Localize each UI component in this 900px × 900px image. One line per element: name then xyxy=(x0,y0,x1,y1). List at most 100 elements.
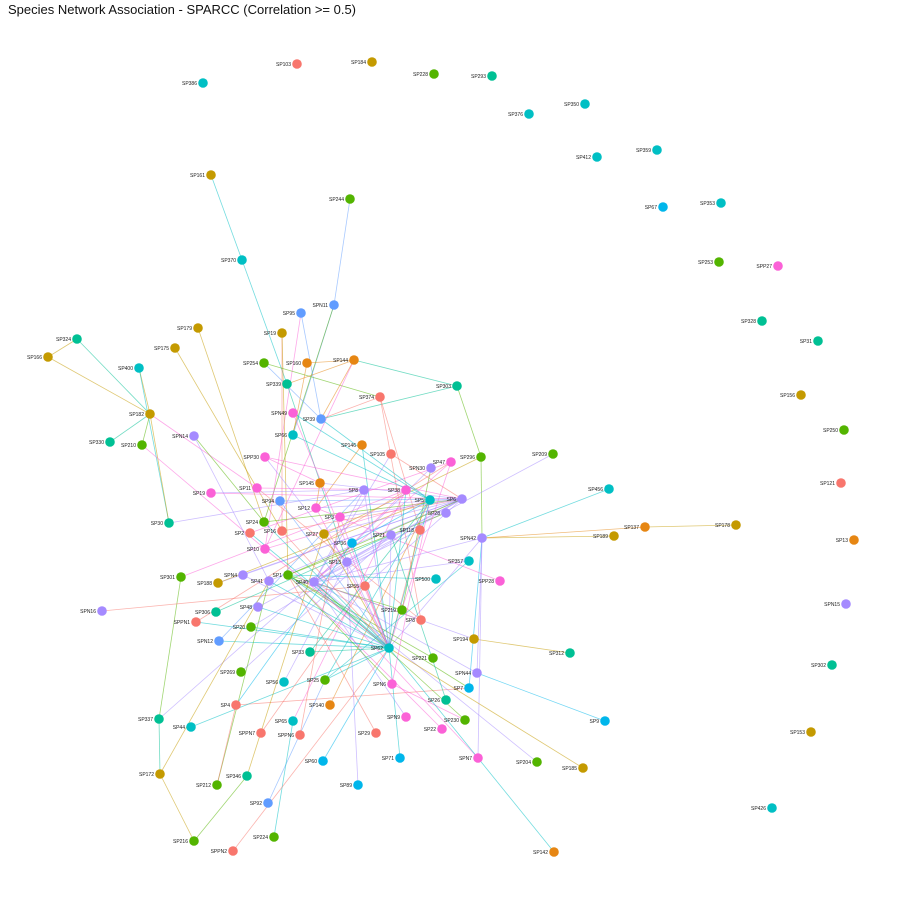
node-spn30[interactable]: SPN30 xyxy=(409,463,436,473)
node-dot[interactable] xyxy=(154,714,164,724)
node-sp350[interactable]: SP350 xyxy=(564,99,590,109)
node-sp306[interactable]: SP306 xyxy=(195,607,221,617)
node-dot[interactable] xyxy=(191,617,201,627)
node-sp328[interactable]: SP328 xyxy=(741,316,767,326)
node-sp219[interactable]: SP219 xyxy=(381,605,407,615)
node-dot[interactable] xyxy=(342,557,352,567)
node-sp144[interactable]: SP144 xyxy=(333,355,359,365)
node-spp27[interactable]: SPP27 xyxy=(756,261,783,271)
node-dot[interactable] xyxy=(460,715,470,725)
node-sp146[interactable]: SP146 xyxy=(341,440,367,450)
node-sp359[interactable]: SP359 xyxy=(636,145,662,155)
node-spn11[interactable]: SPN11 xyxy=(313,300,339,310)
node-dot[interactable] xyxy=(387,679,397,689)
node-dot[interactable] xyxy=(279,677,289,687)
node-dot[interactable] xyxy=(401,485,411,495)
node-spn44[interactable]: SPN44 xyxy=(455,668,482,678)
node-sp5[interactable]: SP5 xyxy=(415,495,435,505)
node-sp330[interactable]: SP330 xyxy=(89,437,115,447)
node-dot[interactable] xyxy=(849,535,859,545)
node-sp105[interactable]: SP105 xyxy=(370,449,396,459)
node-dot[interactable] xyxy=(288,408,298,418)
node-sp374[interactable]: SP374 xyxy=(359,392,385,402)
node-dot[interactable] xyxy=(238,570,248,580)
node-dot[interactable] xyxy=(320,675,330,685)
node-sp386[interactable]: SP386 xyxy=(182,78,208,88)
node-sp65[interactable]: SP65 xyxy=(275,716,298,726)
node-dot[interactable] xyxy=(311,503,321,513)
node-dot[interactable] xyxy=(716,198,726,208)
node-spn49[interactable]: SPN49 xyxy=(271,408,298,418)
node-dot[interactable] xyxy=(259,517,269,527)
node-sp8[interactable]: SP8 xyxy=(406,615,426,625)
node-dot[interactable] xyxy=(318,756,328,766)
node-dot[interactable] xyxy=(193,323,203,333)
node-dot[interactable] xyxy=(292,59,302,69)
node-dot[interactable] xyxy=(428,653,438,663)
node-dot[interactable] xyxy=(806,727,816,737)
node-dot[interactable] xyxy=(767,803,777,813)
node-dot[interactable] xyxy=(446,457,456,467)
node-sp39[interactable]: SP39 xyxy=(303,414,326,424)
node-dot[interactable] xyxy=(359,485,369,495)
node-dot[interactable] xyxy=(827,660,837,670)
node-dot[interactable] xyxy=(252,483,262,493)
node-sp41[interactable]: SP41 xyxy=(251,576,274,586)
node-sp296[interactable]: SP296 xyxy=(460,452,486,462)
node-spp28[interactable]: SPP28 xyxy=(478,576,505,586)
node-dot[interactable] xyxy=(604,484,614,494)
node-dot[interactable] xyxy=(296,308,306,318)
node-sp38[interactable]: SP38 xyxy=(388,485,411,495)
node-dot[interactable] xyxy=(580,99,590,109)
node-dot[interactable] xyxy=(477,533,487,543)
node-sp28[interactable]: SP28 xyxy=(428,508,451,518)
node-dot[interactable] xyxy=(43,352,53,362)
node-sp254[interactable]: SP254 xyxy=(243,358,269,368)
node-sp293[interactable]: SP293 xyxy=(471,71,497,81)
node-dot[interactable] xyxy=(549,847,559,857)
node-sp24[interactable]: SP24 xyxy=(246,517,269,527)
node-dot[interactable] xyxy=(441,695,451,705)
node-sp212[interactable]: SP212 xyxy=(196,780,222,790)
node-dot[interactable] xyxy=(288,430,298,440)
node-sp26[interactable]: SP26 xyxy=(428,695,451,705)
node-dot[interactable] xyxy=(457,494,467,504)
node-sp121[interactable]: SP121 xyxy=(820,478,846,488)
node-sp20[interactable]: SP20 xyxy=(233,622,256,632)
node-dot[interactable] xyxy=(441,508,451,518)
node-sp137[interactable]: SP137 xyxy=(624,522,650,532)
node-sp11[interactable]: SP11 xyxy=(239,483,262,493)
node-sp216[interactable]: SP216 xyxy=(173,836,199,846)
node-sp301[interactable]: SP301 xyxy=(160,572,186,582)
node-sp25[interactable]: SP25 xyxy=(307,675,330,685)
node-dot[interactable] xyxy=(773,261,783,271)
node-dot[interactable] xyxy=(256,728,266,738)
node-dot[interactable] xyxy=(277,526,287,536)
node-sp142[interactable]: SP142 xyxy=(533,847,559,857)
node-dot[interactable] xyxy=(316,414,326,424)
node-dot[interactable] xyxy=(198,78,208,88)
node-spp30[interactable]: SPP30 xyxy=(243,452,270,462)
node-spn16[interactable]: SPN16 xyxy=(80,606,107,616)
node-dot[interactable] xyxy=(464,683,474,693)
node-dot[interactable] xyxy=(401,712,411,722)
node-dot[interactable] xyxy=(329,300,339,310)
node-sp7[interactable]: SP7 xyxy=(454,683,474,693)
node-sp89[interactable]: SP89 xyxy=(340,780,363,790)
node-dot[interactable] xyxy=(429,69,439,79)
node-dot[interactable] xyxy=(371,728,381,738)
node-dot[interactable] xyxy=(72,334,82,344)
node-dot[interactable] xyxy=(395,753,405,763)
node-dot[interactable] xyxy=(277,328,287,338)
node-sp303[interactable]: SP303 xyxy=(436,381,462,391)
node-dot[interactable] xyxy=(269,832,279,842)
node-dot[interactable] xyxy=(260,544,270,554)
node-dot[interactable] xyxy=(231,700,241,710)
node-dot[interactable] xyxy=(213,578,223,588)
node-dot[interactable] xyxy=(495,576,505,586)
node-dot[interactable] xyxy=(386,449,396,459)
node-sp55[interactable]: SP55 xyxy=(347,581,370,591)
node-sp10[interactable]: SP10 xyxy=(247,544,270,554)
node-dot[interactable] xyxy=(757,316,767,326)
node-spn42[interactable]: SPN42 xyxy=(460,533,487,543)
